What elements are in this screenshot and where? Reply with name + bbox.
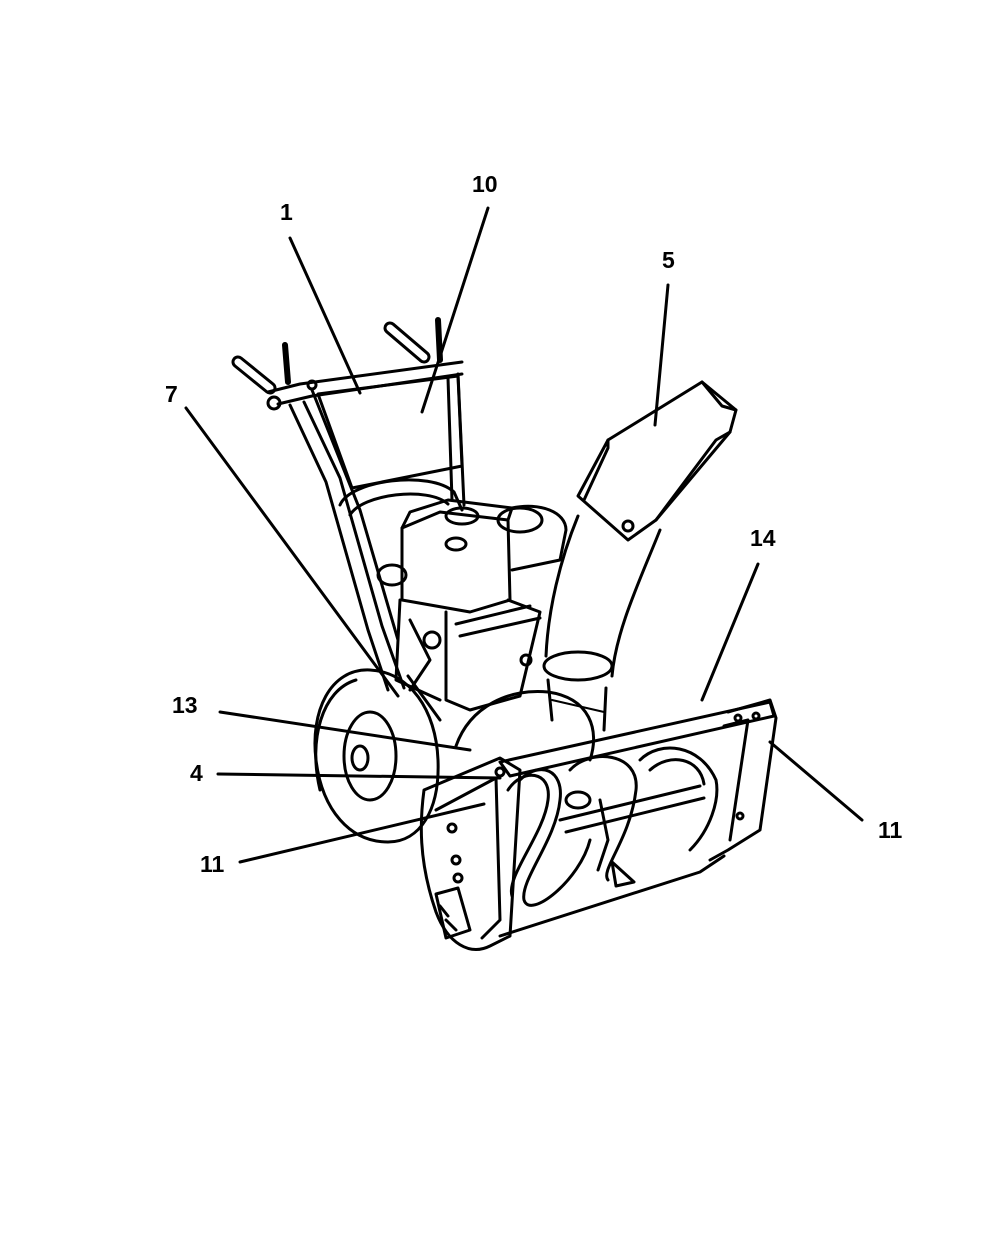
callout-14: 14 — [750, 525, 776, 551]
leader-lines — [184, 206, 864, 864]
wheel — [313, 668, 442, 844]
auger-housing — [419, 689, 778, 951]
discharge-chute — [542, 380, 738, 732]
leader-11b — [768, 740, 864, 822]
callout-11-left: 11 — [200, 851, 225, 877]
leader-7 — [184, 406, 400, 698]
leader-13 — [218, 710, 472, 752]
leader-4 — [216, 772, 502, 780]
leader-1 — [288, 236, 362, 395]
leader-11a — [238, 802, 486, 864]
callout-5: 5 — [662, 247, 675, 273]
leader-5 — [653, 283, 670, 427]
callout-1: 1 — [280, 199, 293, 225]
callout-13: 13 — [172, 692, 198, 718]
handle-assembly — [231, 317, 466, 692]
engine — [376, 498, 568, 712]
callout-10: 10 — [472, 171, 498, 197]
callout-4: 4 — [190, 760, 203, 786]
leader-14 — [700, 562, 760, 702]
callout-labels: 1 10 5 7 14 13 4 11 11 — [165, 171, 903, 877]
callout-7: 7 — [165, 381, 178, 407]
callout-11-right: 11 — [878, 817, 903, 843]
auger — [506, 746, 719, 907]
leader-10 — [420, 206, 490, 414]
